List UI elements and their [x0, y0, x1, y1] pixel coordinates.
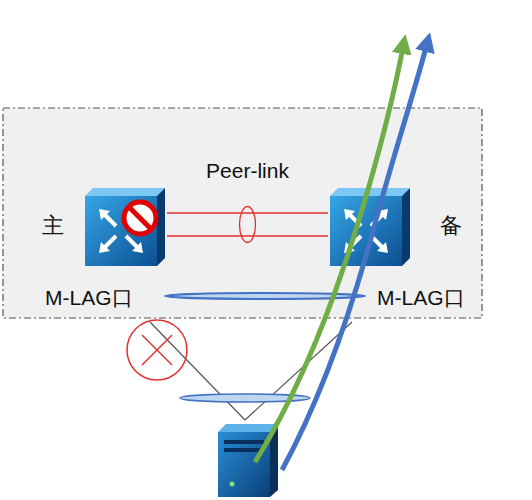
disabled-sign [124, 202, 156, 234]
mlag-region [3, 108, 482, 318]
switch-node: 主 M-LAG口 [40, 186, 165, 310]
switch-icon [330, 188, 410, 266]
port-label: M-LAG口 [375, 286, 467, 309]
port-label: M-LAG口 [43, 286, 135, 309]
link-label: Peer-link [204, 159, 291, 182]
traffic-arrow [282, 40, 428, 470]
fault-mark [127, 320, 187, 380]
role-label: 备 [438, 214, 464, 238]
link-line [245, 322, 352, 420]
peer-link [167, 207, 328, 243]
link-line [150, 322, 245, 420]
traffic-arrow [255, 42, 404, 462]
role-label: 主 [40, 214, 66, 238]
switch-icon [85, 188, 165, 266]
